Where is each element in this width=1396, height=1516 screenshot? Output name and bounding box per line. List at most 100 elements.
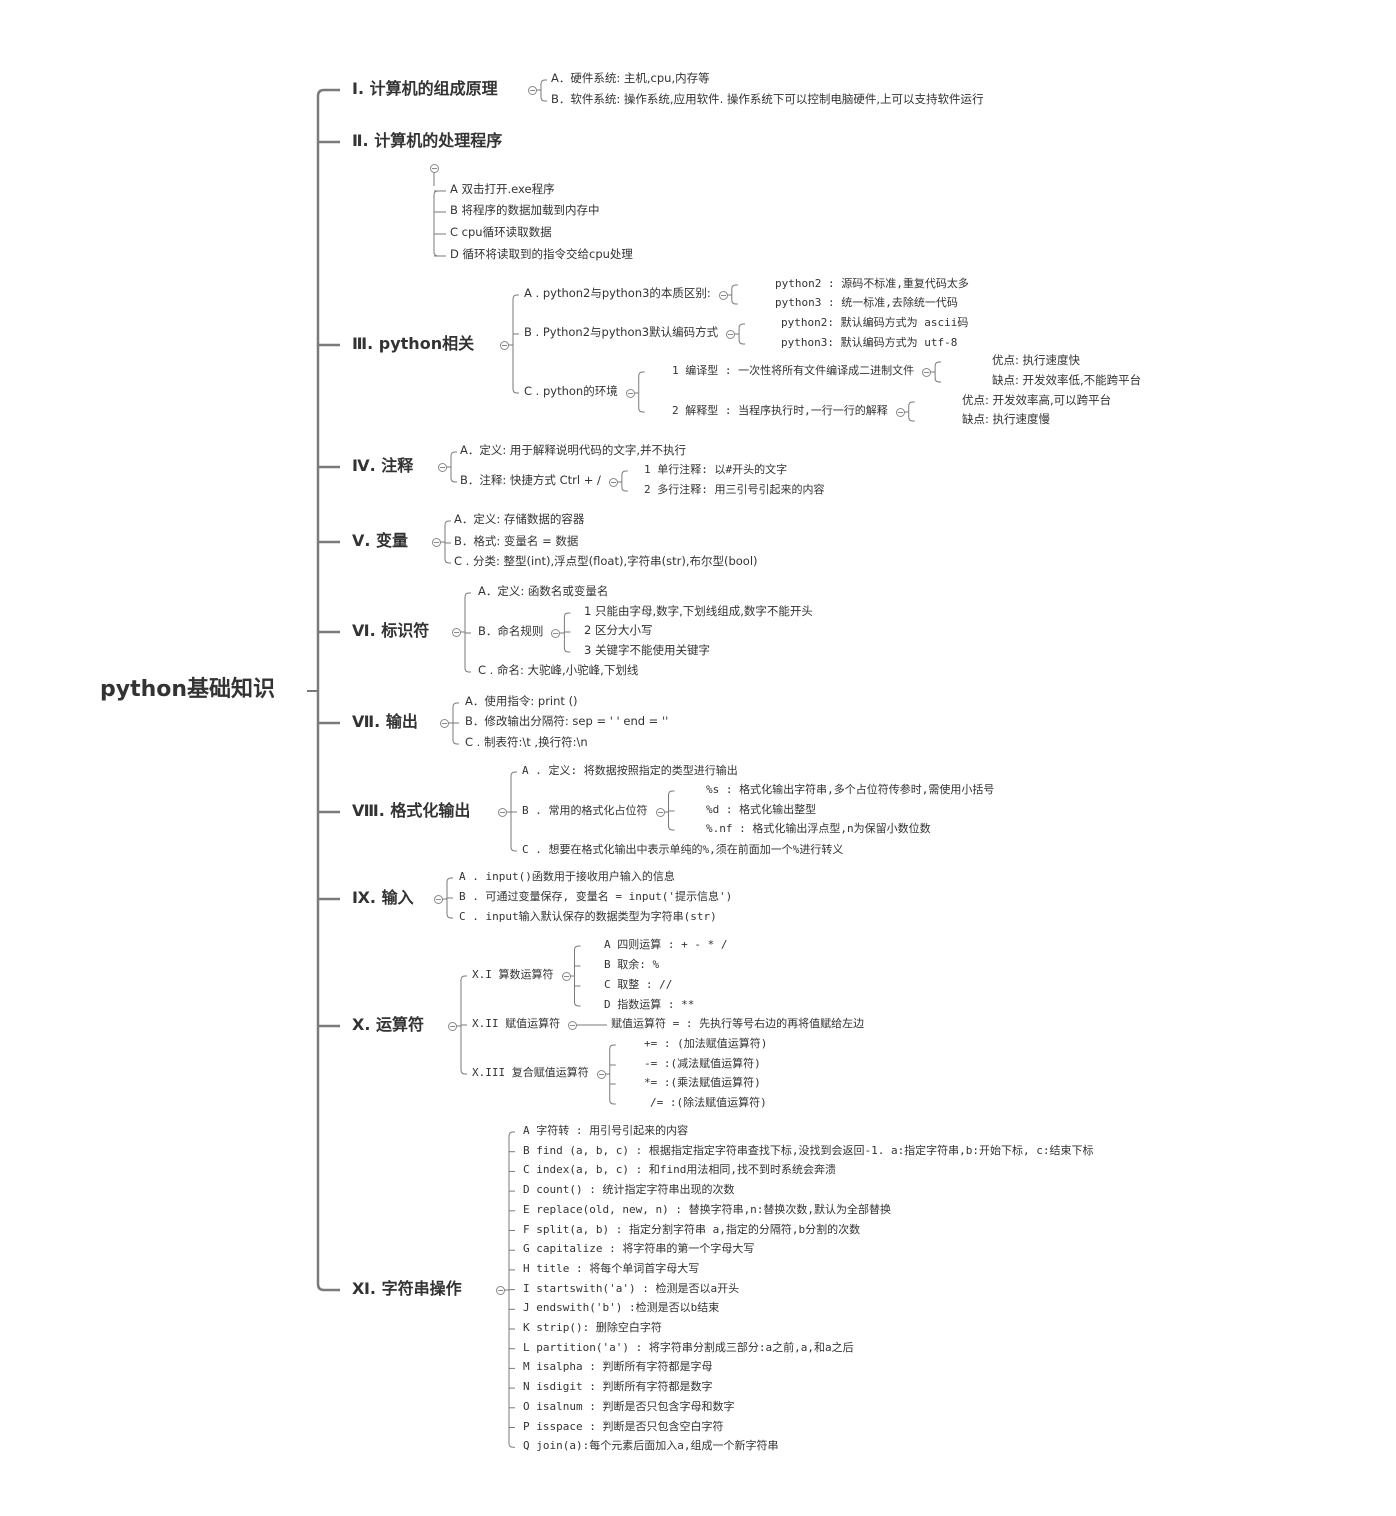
node-4-2-1: 1 单行注释: 以#开头的文字 bbox=[644, 463, 788, 476]
node-1-2: B．软件系统: 操作系统,应用软件. 操作系统下可以控制电脑硬件,上可以支持软件… bbox=[551, 92, 984, 106]
collapse-toggle-icon[interactable] bbox=[432, 538, 441, 547]
collapse-toggle-icon[interactable] bbox=[568, 1021, 578, 1030]
node-10-1-4: D 指数运算 : ** bbox=[604, 998, 695, 1011]
node-3-3-2-1: 优点: 开发效率高,可以跨平台 bbox=[962, 393, 1112, 407]
collapse-toggle-icon[interactable] bbox=[500, 341, 509, 350]
node-2-3: C cpu循环读取数据 bbox=[450, 225, 552, 239]
collapse-toggle-icon[interactable] bbox=[434, 895, 443, 904]
node-8-2: B . 常用的格式化占位符 bbox=[522, 804, 648, 817]
root-topic: python基础知识 bbox=[100, 677, 276, 702]
node-8-1: A . 定义: 将数据按照指定的类型进行输出 bbox=[522, 764, 738, 777]
node-11-14: N isdigit : 判断所有字符都是数字 bbox=[523, 1380, 713, 1394]
node-6-2-1: 1 只能由字母,数字,下划线组成,数字不能开头 bbox=[584, 604, 813, 618]
node-11-15: O isalnum : 判断是否只包含字母和数字 bbox=[523, 1399, 735, 1413]
node-1-1: A．硬件系统: 主机,cpu,内存等 bbox=[551, 71, 710, 85]
node-5-2: B．格式: 变量名 = 数据 bbox=[454, 534, 579, 548]
node-9-3: C . input输入默认保存的数据类型为字符串(str) bbox=[459, 910, 717, 923]
node-10-1: X.I 算数运算符 bbox=[472, 968, 554, 981]
node-3-3-2: 2 解释型 : 当程序执行时,一行一行的解释 bbox=[672, 404, 888, 417]
collapse-toggle-icon[interactable] bbox=[726, 330, 736, 339]
node-3-2: B . Python2与python3默认编码方式 bbox=[524, 325, 719, 339]
node-3-1: A . python2与python3的本质区别: bbox=[524, 286, 711, 300]
node-11-9: I startswith('a') : 检测是否以a开头 bbox=[523, 1281, 740, 1295]
section-title-8: Ⅷ. 格式化输出 bbox=[352, 801, 471, 820]
node-6-2-2: 2 区分大小写 bbox=[584, 623, 653, 637]
collapse-toggle-icon[interactable] bbox=[452, 628, 461, 637]
node-11-10: J endswith('b') :检测是否以b结束 bbox=[523, 1301, 720, 1315]
section-title-11: Ⅺ. 字符串操作 bbox=[352, 1279, 462, 1298]
node-3-1-1: python2 : 源码不标准,重复代码太多 bbox=[775, 277, 969, 290]
node-11-16: P isspace : 判断是否只包含空白字符 bbox=[523, 1419, 724, 1433]
node-10-3: X.III 复合赋值运算符 bbox=[472, 1066, 589, 1079]
node-10-1-1: A 四则运算 : + - * / bbox=[604, 938, 728, 951]
section-title-2: Ⅱ. 计算机的处理程序 bbox=[352, 131, 503, 150]
node-4-2-2: 2 多行注释: 用三引号引起来的内容 bbox=[644, 483, 825, 496]
node-11-7: G capitalize : 将字符串的第一个字母大写 bbox=[523, 1242, 755, 1256]
node-11-12: L partition('a') : 将字符串分割成三部分:a之前,a,和a之后 bbox=[523, 1340, 854, 1354]
collapse-toggle-icon[interactable] bbox=[438, 463, 447, 472]
collapse-toggle-icon[interactable] bbox=[561, 972, 571, 981]
collapse-toggle-icon[interactable] bbox=[430, 164, 439, 173]
node-5-3: C . 分类: 整型(int),浮点型(float),字符串(str),布尔型(… bbox=[454, 554, 758, 568]
section-title-4: Ⅳ. 注释 bbox=[352, 456, 414, 475]
node-7-2: B．修改输出分隔符: sep = ' ' end = '' bbox=[465, 714, 669, 728]
collapse-toggle-icon[interactable] bbox=[551, 629, 561, 638]
section-title-6: Ⅵ. 标识符 bbox=[352, 621, 430, 640]
node-7-3: C . 制表符:\t ,换行符:\n bbox=[465, 735, 588, 749]
collapse-toggle-icon[interactable] bbox=[448, 1022, 457, 1031]
collapse-toggle-icon[interactable] bbox=[440, 719, 449, 728]
node-11-1: A 字符转 : 用引号引起来的内容 bbox=[523, 1124, 689, 1137]
node-3-3-1: 1 编译型 : 一次性将所有文件编译成二进制文件 bbox=[672, 364, 915, 377]
node-11-13: M isalpha : 判断所有字符都是字母 bbox=[523, 1360, 713, 1374]
node-10-2-1: 赋值运算符 = : 先执行等号右边的再将值赋给左边 bbox=[611, 1017, 865, 1030]
node-4-2: B．注释: 快捷方式 Ctrl + / bbox=[460, 473, 601, 487]
collapse-toggle-icon[interactable] bbox=[596, 1070, 606, 1079]
section-title-5: Ⅴ. 变量 bbox=[352, 531, 409, 550]
node-8-2-3: %.nf : 格式化输出浮点型,n为保留小数位数 bbox=[706, 822, 931, 835]
node-5-1: A．定义: 存储数据的容器 bbox=[454, 512, 585, 526]
node-3-1-2: python3 : 统一标准,去除统一代码 bbox=[775, 296, 958, 309]
node-10-2: X.II 赋值运算符 bbox=[472, 1017, 561, 1030]
node-10-1-2: B 取余: % bbox=[604, 958, 660, 971]
node-11-11: K strip(): 删除空白字符 bbox=[523, 1321, 662, 1334]
collapse-toggle-icon[interactable] bbox=[625, 389, 635, 398]
node-8-3: C . 想要在格式化输出中表示单纯的%,须在前面加一个%进行转义 bbox=[522, 843, 844, 856]
node-11-3: C index(a, b, c) : 和find用法相同,找不到时系统会奔溃 bbox=[523, 1163, 836, 1177]
node-6-3: C . 命名: 大驼峰,小驼峰,下划线 bbox=[478, 663, 639, 677]
collapse-toggle-icon[interactable] bbox=[895, 408, 905, 417]
node-3-3-1-2: 缺点: 开发效率低,不能跨平台 bbox=[992, 373, 1142, 387]
node-9-2: B . 可通过变量保存, 变量名 = input('提示信息') bbox=[459, 890, 733, 903]
node-10-3-4: /= :(除法赋值运算符) bbox=[650, 1096, 767, 1109]
node-6-1: A．定义: 函数名或变量名 bbox=[478, 584, 609, 598]
collapse-toggle-icon[interactable] bbox=[528, 86, 537, 95]
node-10-3-2: -= :(减法赋值运算符) bbox=[644, 1057, 761, 1070]
section-title-7: Ⅶ. 输出 bbox=[352, 712, 418, 731]
node-2-1: A 双击打开.exe程序 bbox=[450, 182, 555, 196]
node-4-1: A．定义: 用于解释说明代码的文字,并不执行 bbox=[460, 443, 687, 457]
node-7-1: A．使用指令: print () bbox=[465, 694, 578, 708]
node-6-2-3: 3 关键字不能使用关键字 bbox=[584, 643, 710, 657]
node-10-1-3: C 取整 : // bbox=[604, 978, 673, 991]
collapse-toggle-icon[interactable] bbox=[608, 478, 618, 487]
node-11-5: E replace(old, new, n) : 替换字符串,n:替换次数,默认… bbox=[523, 1202, 892, 1216]
node-2-4: D 循环将读取到的指令交给cpu处理 bbox=[450, 247, 633, 261]
node-11-6: F split(a, b) : 指定分割字符串 a,指定的分隔符,b分割的次数 bbox=[523, 1222, 861, 1236]
node-6-2: B．命名规则 bbox=[478, 624, 544, 638]
section-title-9: Ⅸ. 输入 bbox=[352, 888, 414, 907]
collapse-toggle-icon[interactable] bbox=[718, 291, 728, 300]
collapse-toggle-icon[interactable] bbox=[496, 1286, 505, 1295]
node-3-2-1: python2: 默认编码方式为 ascii码 bbox=[781, 316, 969, 329]
node-11-8: H title : 将每个单词首字母大写 bbox=[523, 1261, 700, 1275]
section-title-3: Ⅲ. python相关 bbox=[352, 334, 475, 353]
node-8-2-2: %d : 格式化输出整型 bbox=[706, 803, 817, 816]
node-11-17: Q join(a):每个元素后面加入a,组成一个新字符串 bbox=[523, 1439, 779, 1453]
node-9-1: A . input()函数用于接收用户输入的信息 bbox=[459, 870, 675, 883]
collapse-toggle-icon[interactable] bbox=[922, 368, 932, 377]
node-11-2: B find (a, b, c) : 根据指定指定字符串查找下标,没找到会返回-… bbox=[523, 1143, 1094, 1157]
node-10-3-1: += : (加法赋值运算符) bbox=[644, 1037, 768, 1050]
collapse-toggle-icon[interactable] bbox=[498, 808, 507, 817]
node-3-3: C . python的环境 bbox=[524, 384, 618, 398]
collapse-toggle-icon[interactable] bbox=[655, 808, 665, 817]
